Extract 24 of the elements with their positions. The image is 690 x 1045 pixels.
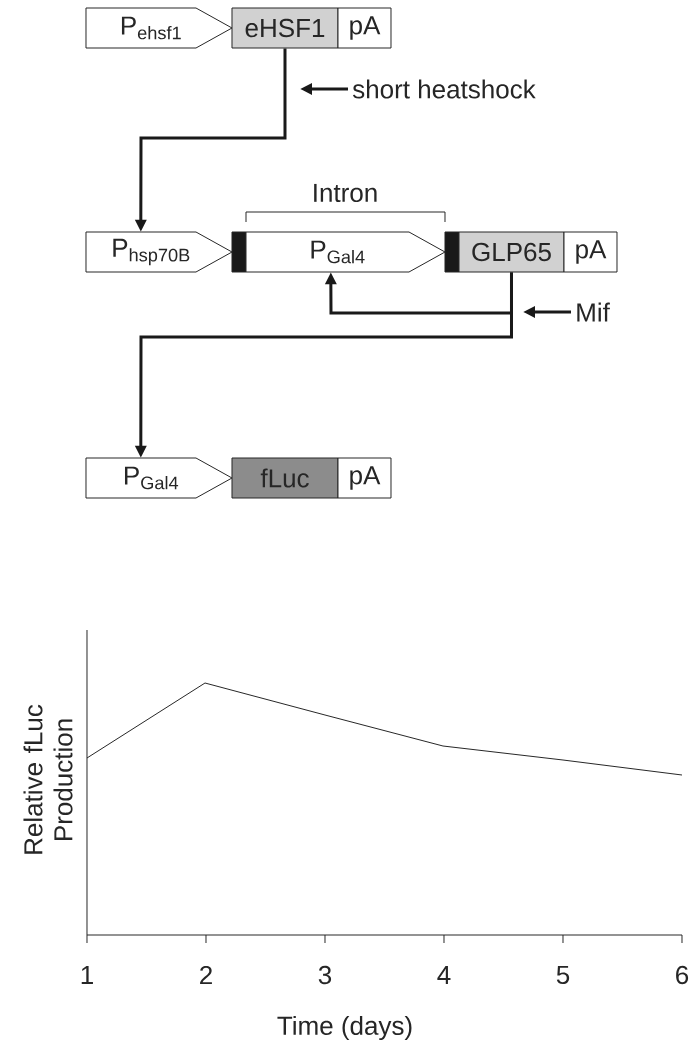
splice-site-bar [231, 231, 247, 273]
polya-box: pA [563, 231, 618, 273]
tick-label: 6 [676, 965, 689, 985]
tick-label: 3 [318, 965, 332, 985]
tick-label: 4 [437, 966, 451, 984]
promoter-element: P$_{ehsf1}$ [85, 7, 233, 49]
axis-title: Relative fLuc Production [23, 704, 73, 854]
arrow [324, 272, 513, 315]
annotation-text: Mif [577, 302, 610, 322]
tick-label: 1 [81, 966, 93, 984]
gene-box: eHSF1 [231, 7, 339, 49]
annotation-text: short heatshock [352, 79, 536, 99]
gene-box: GLP65 [458, 231, 565, 273]
gene-box: fLuc [231, 457, 339, 499]
axis-title: Time (days) [277, 1015, 412, 1041]
polya-box: pA [337, 7, 392, 49]
splice-site-bar [444, 231, 460, 273]
promoter-element: P$_{Gal4}$ [85, 457, 233, 499]
tick-label: 2 [200, 965, 212, 985]
promoter-element: P$_{hsp70B}$ [85, 231, 233, 273]
tick-label: 5 [556, 965, 570, 985]
label: Intron [314, 183, 377, 203]
promoter-element: P$_{Gal4}$ [245, 231, 446, 273]
polya-box: pA [337, 457, 392, 499]
